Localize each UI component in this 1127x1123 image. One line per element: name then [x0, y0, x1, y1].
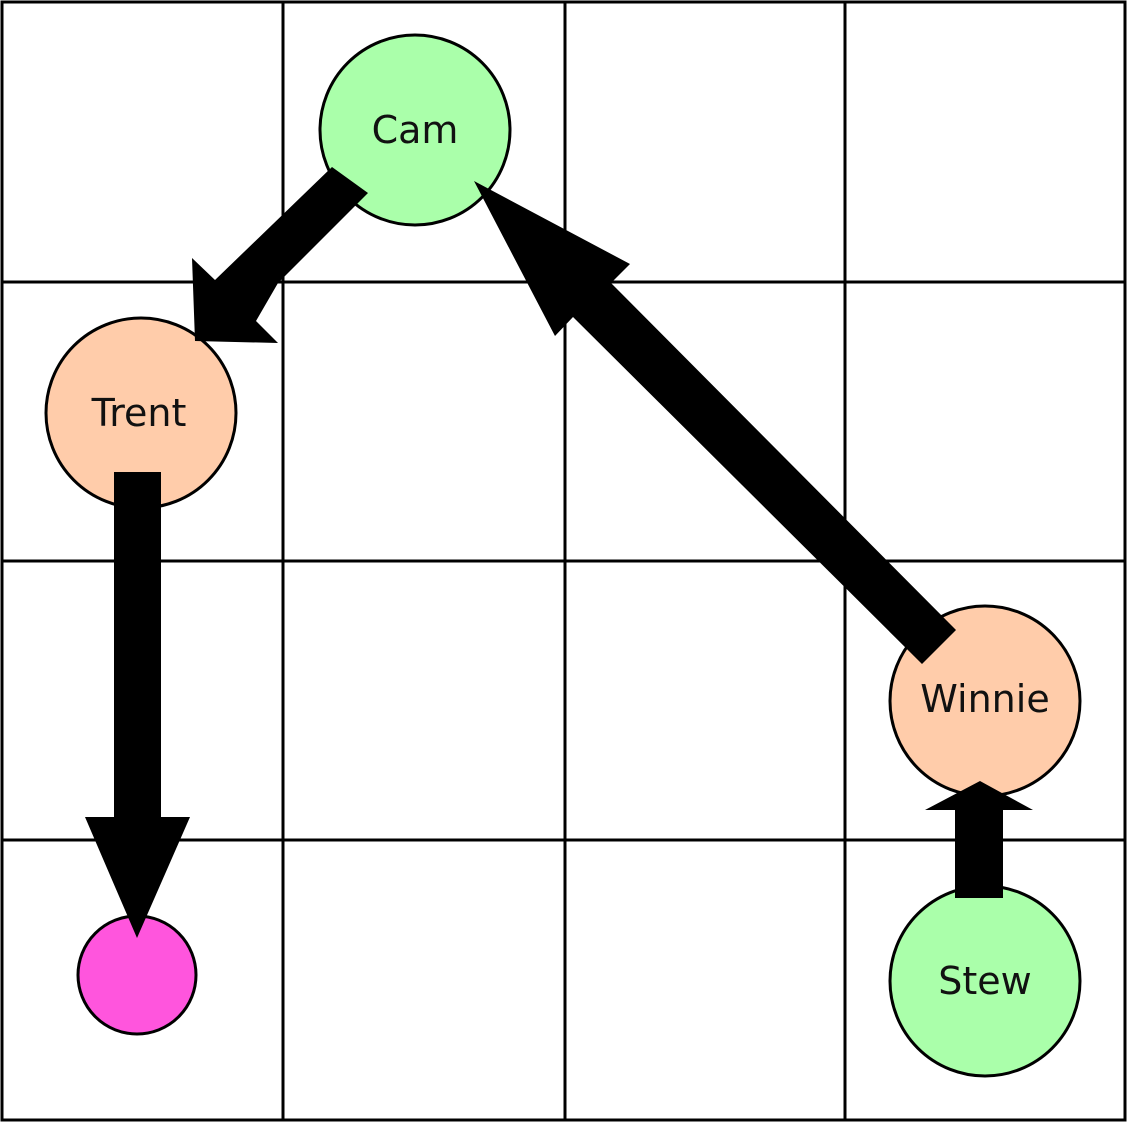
edge-trent-to-target-arrow: [85, 472, 190, 938]
edge-stew-to-winnie-arrow: [925, 781, 1033, 898]
node-cam: Cam: [318, 33, 512, 227]
node-stew: Stew: [888, 884, 1082, 1078]
node-winnie: Winnie: [888, 604, 1082, 798]
node-stew-label: Stew: [938, 959, 1031, 1003]
edge-winnie-to-cam-arrow: [474, 181, 956, 664]
edge-cam-to-trent-arrow: [192, 167, 368, 343]
node-cam-label: Cam: [372, 108, 459, 152]
edges: [85, 167, 1033, 938]
node-trent-label: Trent: [91, 391, 187, 435]
node-winnie-label: Winnie: [920, 677, 1049, 721]
node-cam-circle: [318, 33, 512, 227]
